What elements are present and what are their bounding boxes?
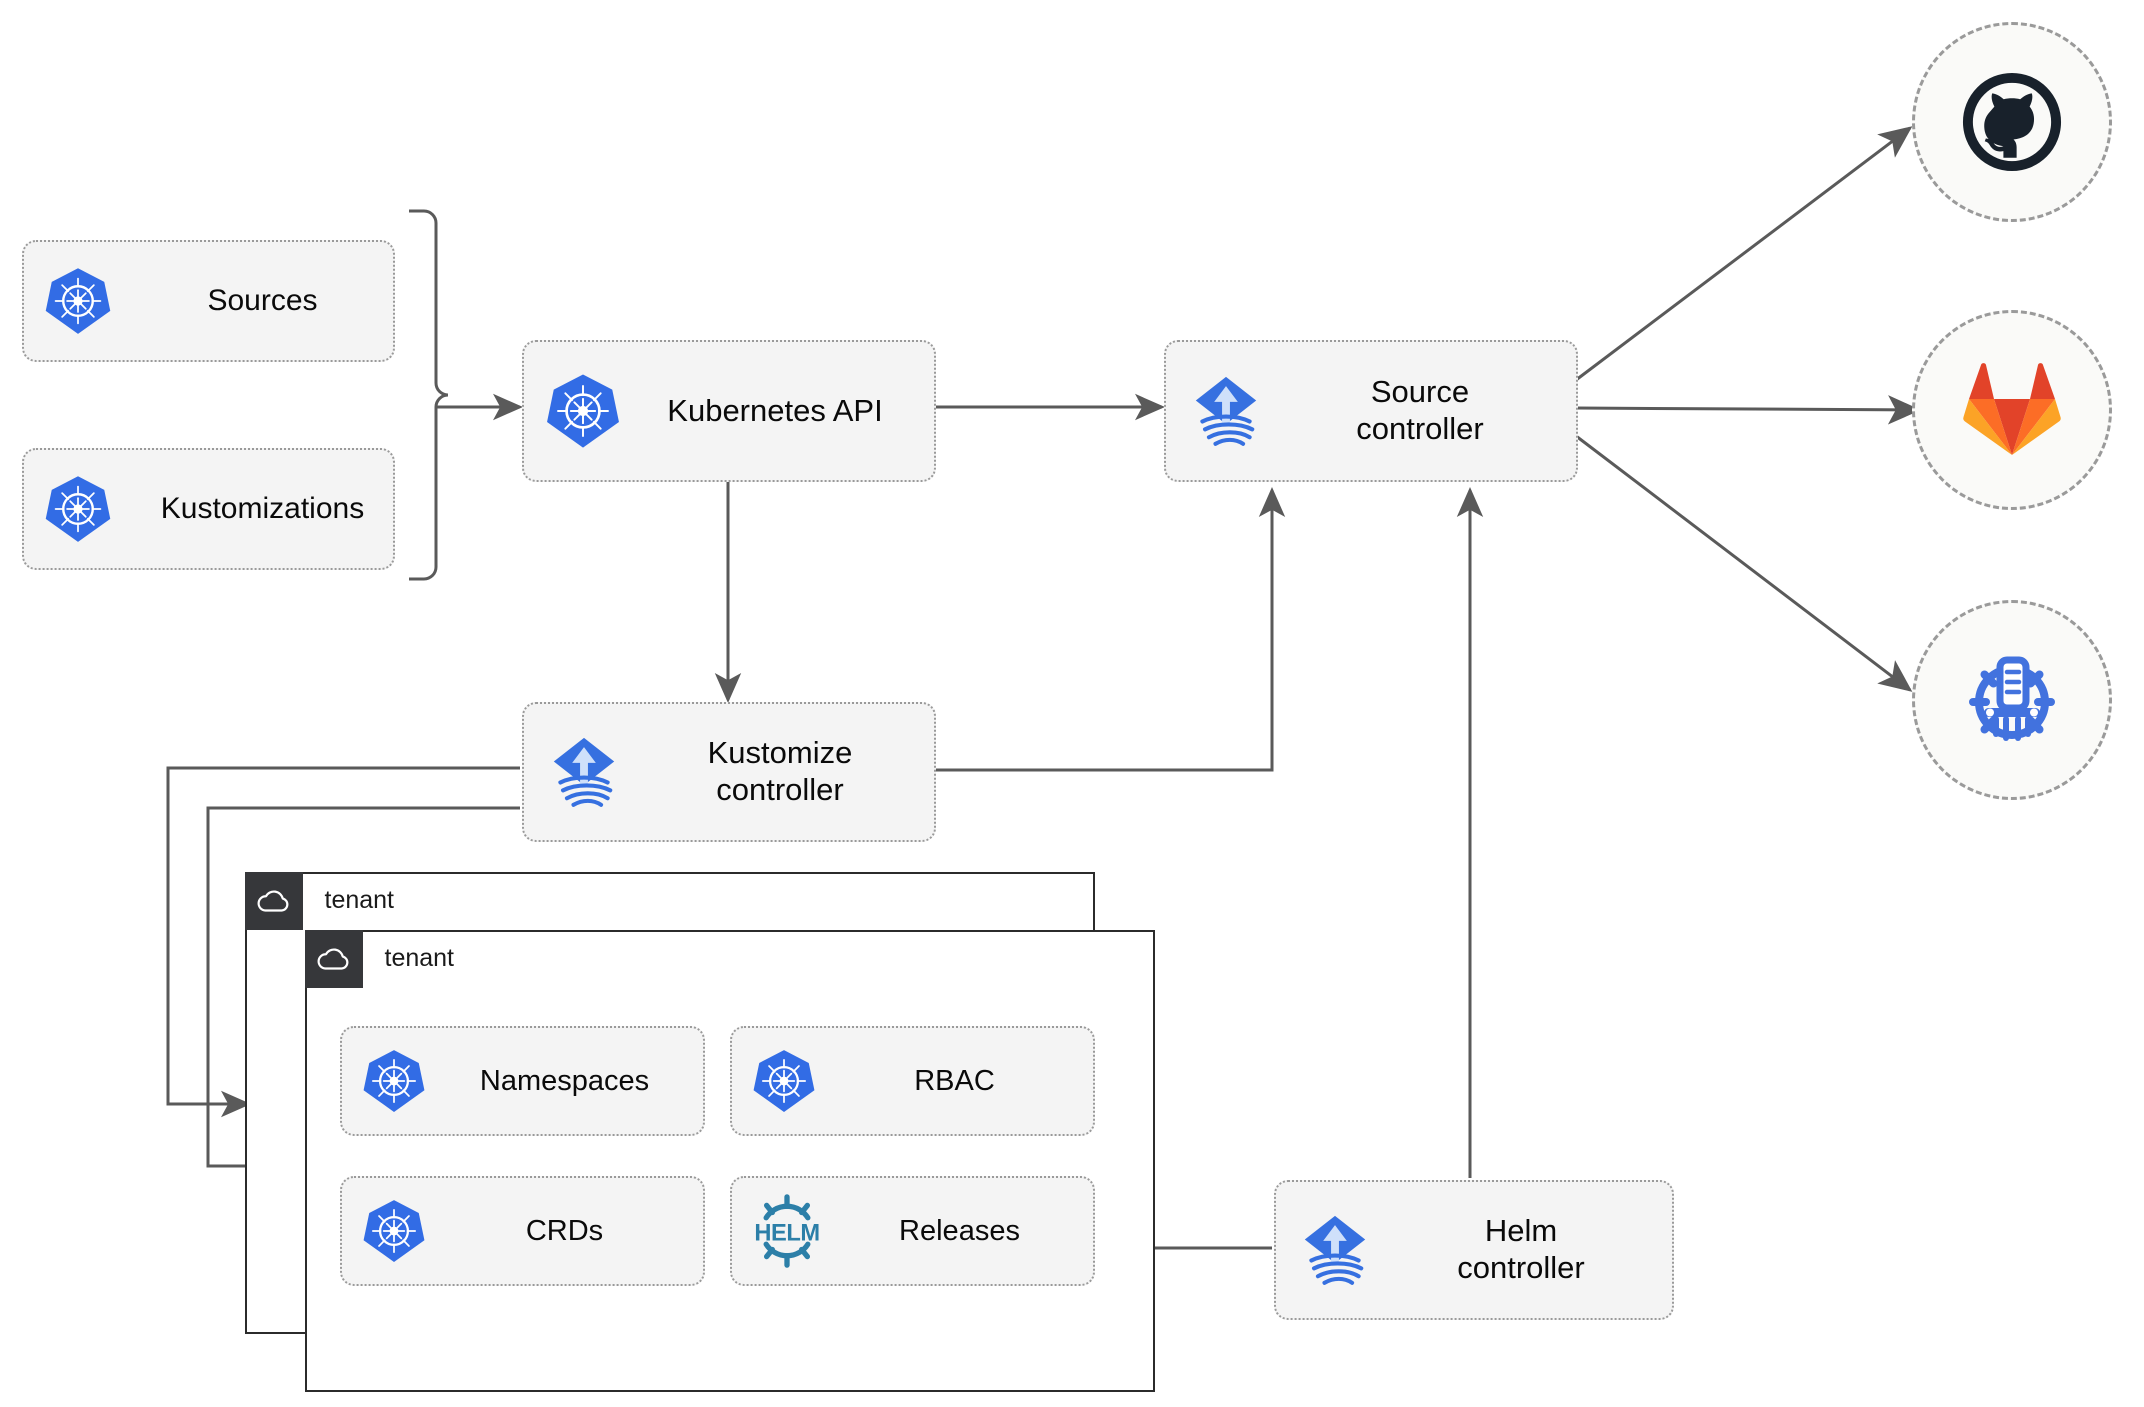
node-label: Helm controller — [1457, 1213, 1585, 1285]
node-rbac[interactable]: RBAC — [730, 1026, 1095, 1136]
node-label: Source controller — [1356, 374, 1484, 446]
kubernetes-icon — [524, 372, 642, 450]
node-label: Namespaces — [479, 1064, 650, 1097]
helm-icon: HELM — [732, 1194, 842, 1268]
node-label: RBAC — [914, 1064, 995, 1097]
node-crds[interactable]: CRDs — [340, 1176, 705, 1286]
flux-icon — [1276, 1208, 1394, 1292]
kubernetes-icon — [342, 1198, 446, 1264]
svg-text:HELM: HELM — [754, 1220, 819, 1246]
kubernetes-icon — [24, 266, 132, 336]
kubernetes-icon — [732, 1048, 836, 1114]
cloud-icon — [244, 871, 303, 930]
tenant-window-inner[interactable]: tenant — [304, 929, 1155, 1392]
node-sources[interactable]: Sources — [22, 240, 395, 362]
node-label: Releases — [899, 1214, 1020, 1247]
node-helm-repository[interactable] — [1912, 600, 2112, 800]
node-github[interactable] — [1912, 22, 2112, 222]
node-source-controller[interactable]: Source controller — [1164, 340, 1578, 482]
node-releases[interactable]: HELM Releases — [730, 1176, 1095, 1286]
tenant-titlebar: tenant — [304, 929, 455, 988]
cloud-icon — [304, 929, 363, 988]
helm-repository-icon — [1956, 644, 2068, 756]
gitlab-icon — [1960, 360, 2064, 460]
node-namespaces[interactable]: Namespaces — [340, 1026, 705, 1136]
node-kubernetes-api[interactable]: Kubernetes API — [522, 340, 936, 482]
tenant-titlebar: tenant — [244, 871, 395, 930]
node-label: Kubernetes API — [667, 392, 883, 428]
kubernetes-icon — [342, 1048, 446, 1114]
flux-icon — [1166, 369, 1286, 453]
node-helm-controller[interactable]: Helm controller — [1274, 1180, 1674, 1320]
node-gitlab[interactable] — [1912, 310, 2112, 510]
node-kustomize-controller[interactable]: Kustomize controller — [522, 702, 936, 842]
node-label: CRDs — [525, 1214, 604, 1247]
node-kustomizations[interactable]: Kustomizations — [22, 448, 395, 570]
tenant-label: tenant — [324, 886, 395, 914]
github-icon — [1958, 68, 2066, 176]
node-label: Kustomizations — [160, 492, 365, 526]
kubernetes-icon — [24, 474, 132, 544]
flux-icon — [524, 730, 644, 814]
node-label: Kustomize controller — [707, 735, 853, 807]
node-label: Sources — [207, 284, 318, 318]
tenant-label: tenant — [384, 944, 455, 972]
